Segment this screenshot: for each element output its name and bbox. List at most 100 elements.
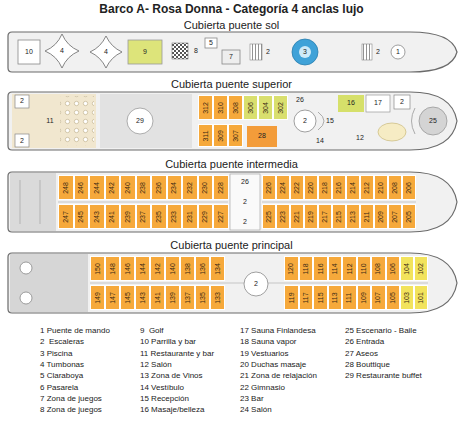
cabin-number: 310 bbox=[217, 102, 225, 114]
cabin-box: 239 bbox=[120, 204, 136, 229]
cabin-box: 220 bbox=[304, 175, 318, 200]
sun-deck-features bbox=[172, 43, 188, 59]
cabin-box: 212 bbox=[360, 175, 374, 200]
cabin-number: 137 bbox=[184, 292, 192, 304]
sun-deck-features bbox=[222, 50, 240, 64]
cabin-number: 114 bbox=[331, 263, 339, 274]
legend-item: 18 Sauna vapor bbox=[240, 337, 297, 347]
cabin-number: 214 bbox=[349, 182, 357, 194]
cabin-box: 150 bbox=[90, 256, 105, 281]
cabin-box: 137 bbox=[180, 285, 195, 310]
callout-number: 2 bbox=[243, 198, 247, 206]
cabin-box: 106 bbox=[386, 256, 401, 281]
legend-item: 16 Masaje/belleza bbox=[140, 405, 204, 415]
deck-heading: Cubierta puente intermedia bbox=[0, 158, 463, 171]
cabin-box: 111 bbox=[342, 285, 357, 310]
legend-item: 24 Salón bbox=[240, 405, 272, 415]
cabin-number: 218 bbox=[321, 182, 329, 194]
legend-item: 20 Duchas masaje bbox=[240, 360, 306, 370]
sun-deck-features bbox=[391, 45, 405, 59]
cabin-box: 210 bbox=[374, 175, 388, 200]
cabin-number: 107 bbox=[374, 292, 382, 304]
cabin-box: 311 bbox=[198, 124, 213, 147]
cabin-number: 226 bbox=[265, 182, 273, 194]
cabin-number: 147 bbox=[109, 292, 117, 304]
cabin-box: 225 bbox=[262, 204, 276, 229]
upper-deck-features bbox=[294, 110, 316, 132]
cabin-box: 312 bbox=[198, 95, 213, 120]
cabin-number: 248 bbox=[62, 182, 70, 194]
legend-item: 28 Bouttique bbox=[345, 360, 390, 370]
cabin-number: 115 bbox=[316, 292, 324, 303]
upper-deck-features bbox=[366, 95, 390, 112]
deck-outline: Cubierta puente principal150148146144142… bbox=[0, 239, 463, 313]
callout-number: 3 bbox=[303, 48, 307, 56]
cabin-box: 116 bbox=[313, 256, 328, 281]
cabin-number: 112 bbox=[345, 263, 353, 274]
cabin-box: 227 bbox=[213, 204, 229, 229]
legend-item: 29 Restaurante buffet bbox=[345, 371, 422, 381]
middle-deck-features bbox=[40, 180, 41, 224]
sun-deck-features bbox=[205, 38, 217, 48]
cabin-box: 104 bbox=[400, 256, 414, 281]
cabin-box: 138 bbox=[180, 256, 195, 281]
cabin-number: 307 bbox=[232, 130, 240, 142]
cabin-number: 106 bbox=[389, 263, 397, 275]
cabin-number: 215 bbox=[335, 211, 343, 223]
cabin-box: 208 bbox=[388, 175, 402, 200]
cabin-box: 114 bbox=[328, 256, 343, 281]
cabin-number: 227 bbox=[217, 211, 225, 223]
cabin-box: 105 bbox=[386, 285, 401, 310]
cabin-box: 230 bbox=[198, 175, 214, 200]
callout-number: 12 bbox=[356, 134, 364, 142]
diagram-title: Barco A- Rosa Donna - Categoría 4 anclas… bbox=[0, 2, 463, 16]
main-deck-features bbox=[10, 254, 88, 312]
upper-deck-features bbox=[419, 107, 447, 135]
upper-deck-features bbox=[12, 94, 447, 148]
cabin-box: 147 bbox=[105, 285, 120, 310]
cabin-box: 103 bbox=[400, 285, 414, 310]
cabin-number: 217 bbox=[321, 211, 329, 223]
cabin-box: 238 bbox=[136, 175, 152, 200]
cabin-box: 213 bbox=[346, 204, 360, 229]
callout-number: 26 bbox=[241, 178, 249, 186]
callout-number: 2 bbox=[266, 48, 270, 56]
cabin-number: 104 bbox=[403, 263, 411, 275]
cabin-number: 242 bbox=[108, 182, 116, 194]
legend-item: 3 Piscina bbox=[40, 349, 72, 359]
cabin-number: 232 bbox=[186, 182, 194, 194]
cabin-number: 134 bbox=[214, 263, 222, 275]
cabin-number: 233 bbox=[170, 211, 178, 223]
cabin-box: 117 bbox=[299, 285, 314, 310]
callout-number: 2 bbox=[254, 280, 258, 288]
cabin-number: 224 bbox=[279, 182, 287, 194]
cabin-number: 211 bbox=[363, 211, 371, 222]
callout-number: 29 bbox=[136, 117, 144, 125]
cabin-number: 136 bbox=[199, 263, 207, 275]
hull-outline bbox=[8, 92, 457, 150]
legend-item: 12 Salón bbox=[140, 360, 172, 370]
cabin-number: 220 bbox=[307, 182, 315, 194]
upper-deck-features bbox=[15, 95, 29, 108]
legend-item: 4 Tumbonas bbox=[40, 360, 84, 370]
callout-number: 26 bbox=[296, 96, 304, 104]
cabin-box: 217 bbox=[318, 204, 332, 229]
cabin-box: 302 bbox=[273, 95, 288, 120]
cabin-number: 143 bbox=[139, 292, 147, 304]
cabin-box: 206 bbox=[402, 175, 416, 200]
cabin-box: 219 bbox=[304, 204, 318, 229]
cabin-box: 110 bbox=[357, 256, 372, 281]
cabin-number: 239 bbox=[124, 211, 132, 223]
callout-number: 2 bbox=[303, 117, 307, 125]
cabin-number: 308 bbox=[232, 102, 240, 114]
cabin-number: 150 bbox=[94, 263, 102, 275]
upper-deck-features bbox=[338, 95, 364, 112]
cabin-box: 307 bbox=[228, 124, 243, 147]
cabin-box: 243 bbox=[89, 204, 105, 229]
deck-heading: Cubierta puente principal bbox=[0, 239, 463, 252]
cabin-number: 109 bbox=[360, 292, 368, 304]
cabin-number: 102 bbox=[417, 263, 425, 275]
cabin-number: 213 bbox=[349, 211, 357, 223]
legend-item: 5 Claraboya bbox=[40, 371, 83, 381]
cabin-number: 216 bbox=[335, 182, 343, 194]
